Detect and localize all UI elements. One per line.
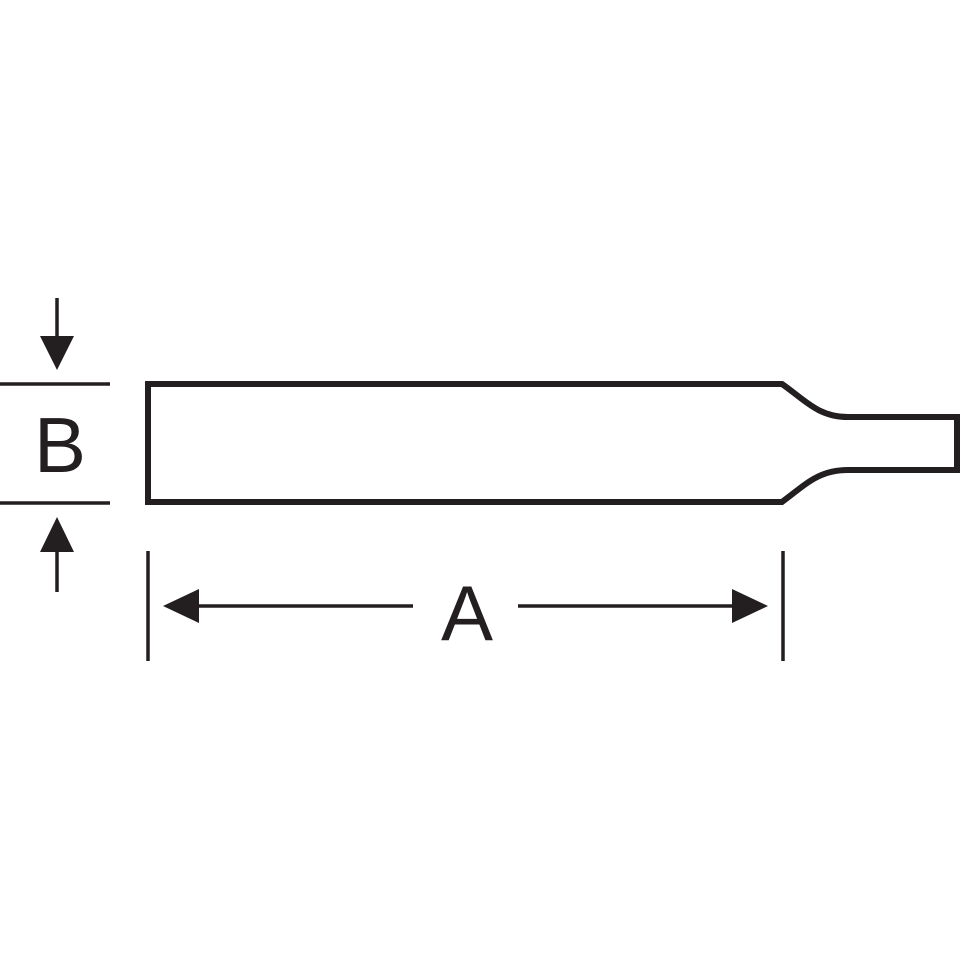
file-outline xyxy=(145,381,960,505)
dimension-b-label: B xyxy=(34,401,86,489)
b-arrow-top xyxy=(40,298,74,370)
a-arrow-right xyxy=(518,589,768,623)
b-arrow-bottom xyxy=(40,517,74,592)
dimension-a-label: A xyxy=(441,569,493,657)
a-arrow-left xyxy=(163,589,413,623)
